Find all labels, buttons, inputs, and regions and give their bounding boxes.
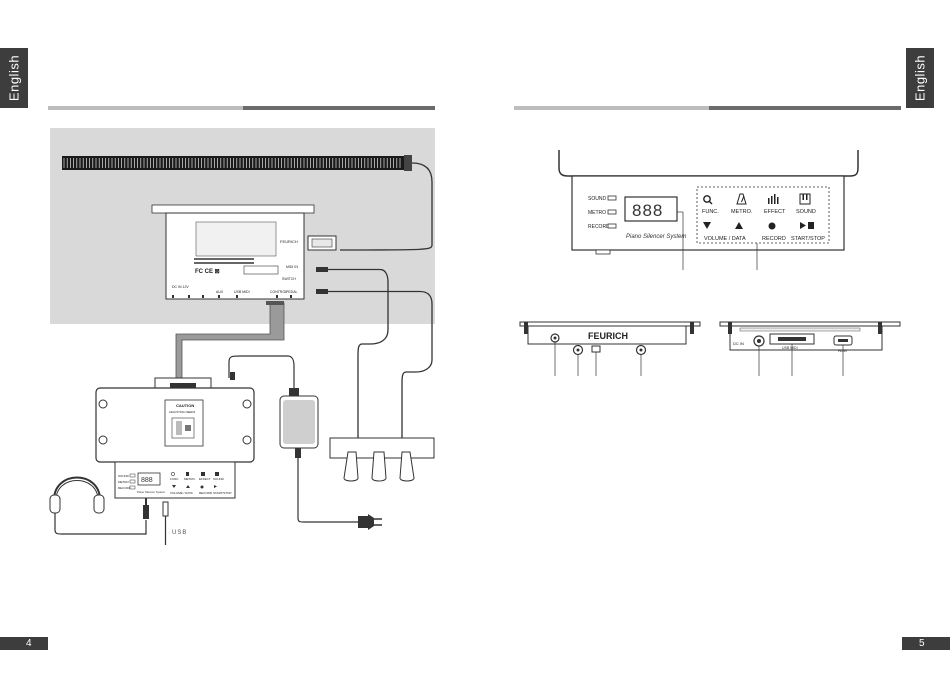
- led-metro: [607, 209, 617, 215]
- pedal-label: PEDAL: [286, 290, 298, 294]
- box-caution-label: CAUTION: [176, 403, 194, 408]
- header-rule-left-dark: [243, 106, 435, 110]
- volume-data-label: VOLUME / DATA: [704, 236, 746, 242]
- effect-button-label: EFFECT: [764, 209, 786, 215]
- pedal-cable-1: [328, 268, 389, 438]
- led-sound: [607, 195, 617, 201]
- usb-midi-label: USB MIDI: [234, 290, 250, 294]
- header-rule-right-light: [514, 106, 709, 110]
- record-icon: [768, 222, 776, 230]
- led-metro-label: METRO: [588, 210, 606, 216]
- headphone-cable: [54, 513, 147, 535]
- record-label: RECORD: [762, 236, 786, 242]
- func-icon: [703, 195, 713, 205]
- port-strip-brand: FEURICH: [588, 331, 628, 341]
- mini-display-text: 888: [141, 477, 153, 484]
- page-number-left-text: 4: [26, 638, 32, 649]
- key-sensor-rail: [62, 155, 412, 171]
- led-display-text: 888: [632, 201, 663, 220]
- dc-cable: [228, 355, 295, 392]
- control-module: FEURICH FC CE ⊠ MIDI IN SWITCH DC IN 12V…: [151, 204, 337, 300]
- box-caution-sublabel: ADJUSTING NEEDS: [169, 410, 195, 414]
- pedal-jacks: [316, 267, 328, 294]
- mini-caption: Piano Silencer System: [137, 490, 166, 494]
- mini-btn-startstop: START/STOP: [213, 491, 232, 495]
- header-rule-right-dark: [709, 106, 901, 110]
- usb-label: USB: [172, 530, 187, 536]
- dc-in-port-label: DC IN: [733, 341, 744, 346]
- led-record: [607, 223, 617, 229]
- rail-cable: [339, 162, 433, 251]
- aux-label: AUX: [216, 290, 224, 294]
- dc-in-label: DC IN 12V: [172, 285, 189, 289]
- page-number-right: 5: [902, 637, 950, 650]
- led-sound-label: SOUND: [588, 196, 606, 202]
- mini-btn-func: FUNC.: [170, 477, 179, 481]
- effect-icon: [768, 194, 779, 204]
- pedal-unit: [329, 437, 435, 482]
- mini-btn-metro: METRO.: [184, 477, 196, 481]
- usb-midi-port-label: USB MIDI: [782, 346, 798, 350]
- start-stop-label: START/STOP: [791, 236, 825, 242]
- sound-button-label: SOUND: [796, 209, 816, 215]
- mini-btn-effect: EFFECT: [199, 477, 211, 481]
- installation-diagram: FEURICH FC CE ⊠ MIDI IN SWITCH DC IN 12V…: [49, 128, 435, 545]
- sound-icon: [799, 193, 811, 205]
- usb-plug: [162, 501, 169, 545]
- header-rule-left-light: [48, 106, 243, 110]
- silencer-box: CAUTION ADJUSTING NEEDS SOUND METRO RECO…: [95, 372, 255, 499]
- mini-led-sound-label: SOUND: [118, 474, 130, 478]
- language-tab-right: English: [906, 48, 934, 108]
- led-record-label: RECORD: [588, 224, 610, 230]
- mini-btn-record: RECORD: [199, 491, 213, 495]
- control-panel: SOUND METRO RECORD 888 Piano Silencer Sy…: [558, 150, 859, 270]
- port-strip-right: DC IN USB MIDI HDMI: [719, 321, 901, 376]
- metronome-icon: [736, 193, 747, 205]
- start-stop-icon: [800, 222, 814, 229]
- volume-down-icon: [703, 222, 711, 229]
- power-plug: [358, 514, 382, 530]
- volume-up-icon: [735, 222, 743, 229]
- mini-led-record-label: RECORD: [118, 486, 132, 490]
- mini-led-metro-label: METRO: [118, 480, 129, 484]
- switch-label: SWITCH: [282, 277, 296, 281]
- module-brand-label: FEURICH: [280, 239, 298, 244]
- page-number-left: 4: [0, 637, 48, 650]
- headphones: [49, 476, 105, 514]
- page-number-right-text: 5: [919, 638, 925, 649]
- language-tab-left: English: [0, 48, 28, 108]
- pedal-cable-2: [328, 290, 433, 438]
- panel-caption: Piano Silencer System: [626, 234, 686, 240]
- power-cord: [297, 458, 360, 523]
- button-group-outline: [696, 186, 830, 244]
- control-label: CONTROL: [270, 290, 287, 294]
- midi-in-label: MIDI IN: [286, 265, 298, 269]
- led-display: [624, 196, 678, 222]
- hdmi-port-label: HDMI: [838, 349, 847, 353]
- mini-btn-sound: SOUND: [213, 477, 225, 481]
- metro-button-label: METRO.: [731, 209, 753, 215]
- panel-overview-diagram: SOUND METRO RECORD 888 Piano Silencer Sy…: [519, 150, 901, 376]
- func-button-label: FUNC.: [702, 209, 719, 215]
- power-adapter: [279, 395, 319, 458]
- svg-text:FC CE ⊠: FC CE ⊠: [195, 269, 220, 275]
- mini-btn-volume: VOLUME / DATA: [170, 491, 193, 495]
- port-strip-left: FEURICH: [519, 321, 701, 376]
